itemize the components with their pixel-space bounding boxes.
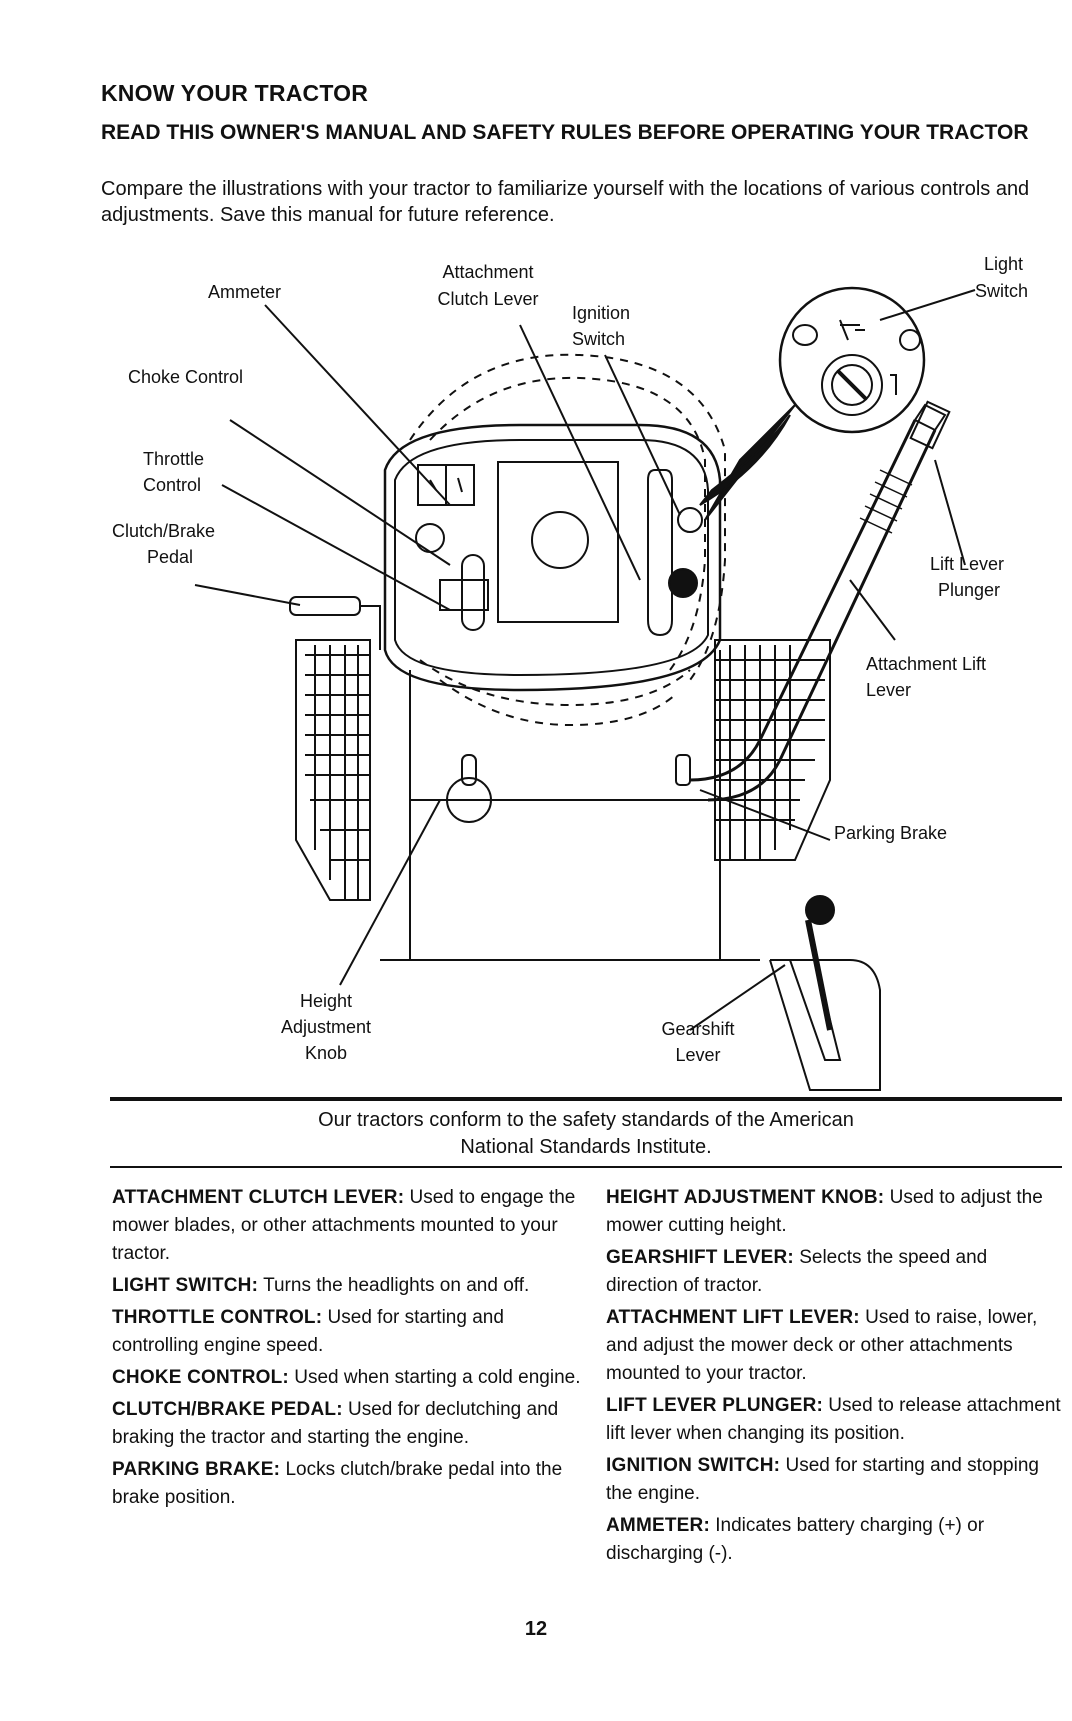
right-fender-grid (714, 639, 831, 861)
label-throttle-2: Control (143, 475, 202, 495)
ansi-statement: Our tractors conform to the safety stand… (110, 1107, 1062, 1161)
page-number: 12 (524, 1618, 548, 1640)
label-attachment-clutch-2: Clutch Lever (437, 289, 539, 309)
ansi-line-2: National Standards Institute. (460, 1136, 712, 1158)
desc-attachment-lift-lever: ATTACHMENT LIFT LEVER: Used to raise, lo… (606, 1307, 1038, 1384)
label-ignition-2: Switch (572, 329, 626, 349)
label-throttle-1: Throttle (143, 449, 205, 469)
label-choke: Choke Control (128, 367, 244, 387)
divider-top (110, 1097, 1062, 1101)
label-attachment-clutch-1: Attachment (442, 262, 534, 282)
label-lift-1: Attachment Lift (866, 654, 987, 674)
label-plunger-2: Plunger (938, 580, 1001, 600)
left-fender-grid (295, 639, 371, 901)
desc-throttle-control: THROTTLE CONTROL: Used for starting and … (112, 1307, 504, 1356)
intro-paragraph: Compare the illustrations with your trac… (101, 178, 1030, 226)
label-ammeter: Ammeter (208, 282, 282, 302)
label-plunger-1: Lift Lever (930, 554, 1005, 574)
label-light-1: Light (984, 254, 1024, 274)
label-parking: Parking Brake (834, 823, 948, 843)
desc-choke-control: CHOKE CONTROL: Used when starting a cold… (112, 1367, 581, 1388)
page-title: KNOW YOUR TRACTOR (101, 80, 369, 106)
desc-height-adjustment-knob: HEIGHT ADJUSTMENT KNOB: Used to adjust t… (606, 1187, 1043, 1236)
label-height-2: Adjustment (280, 1017, 372, 1037)
desc-clutch-brake-pedal: CLUTCH/BRAKE PEDAL: Used for declutching… (112, 1399, 559, 1448)
label-gear-2: Lever (675, 1045, 721, 1065)
divider-bottom (110, 1166, 1062, 1168)
desc-attachment-clutch-lever: ATTACHMENT CLUTCH LEVER: Used to engage … (112, 1187, 576, 1264)
desc-parking-brake: PARKING BRAKE: Locks clutch/brake pedal … (112, 1459, 563, 1508)
desc-gearshift-lever: GEARSHIFT LEVER: Selects the speed and d… (606, 1247, 988, 1296)
tractor-controls-illustration (194, 286, 976, 1091)
page-subtitle: READ THIS OWNER'S MANUAL AND SAFETY RULE… (101, 121, 1029, 144)
label-gear-1: Gearshift (661, 1019, 735, 1039)
label-lift-2: Lever (866, 680, 912, 700)
desc-ammeter: AMMETER: Indicates battery charging (+) … (606, 1515, 985, 1564)
ansi-line-1: Our tractors conform to the safety stand… (318, 1109, 854, 1131)
label-clutch-2: Pedal (147, 547, 194, 567)
desc-light-switch: LIGHT SWITCH: Turns the headlights on an… (112, 1275, 530, 1296)
left-description-column: ATTACHMENT CLUTCH LEVER: Used to engage … (112, 1184, 582, 1516)
label-light-2: Switch (975, 281, 1029, 301)
label-clutch-1: Clutch/Brake (112, 521, 216, 541)
label-ignition-1: Ignition (572, 303, 631, 323)
label-height-1: Height (299, 991, 353, 1011)
desc-ignition-switch: IGNITION SWITCH: Used for starting and s… (606, 1455, 1039, 1504)
desc-lift-lever-plunger: LIFT LEVER PLUNGER: Used to release atta… (606, 1395, 1061, 1444)
right-description-column: HEIGHT ADJUSTMENT KNOB: Used to adjust t… (606, 1184, 1062, 1572)
label-height-3: Knob (304, 1043, 348, 1063)
